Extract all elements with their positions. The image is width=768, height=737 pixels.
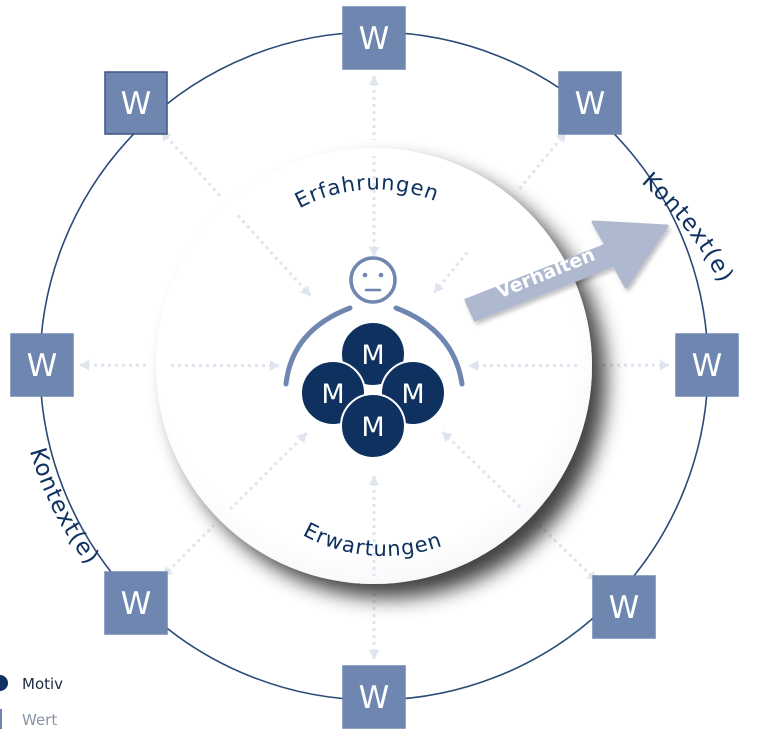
motive-bottom-circle [340, 393, 406, 459]
motive-bottom: M [340, 393, 406, 459]
behavior-arrow [464, 220, 669, 322]
value-box-right-square [675, 333, 739, 397]
value-box-top-right-letter: W [575, 86, 606, 122]
value-box-bottom-right: W [592, 575, 656, 639]
connector-outer-1 [516, 131, 568, 193]
connector-outer-5 [161, 524, 215, 578]
connector-outer-arrow-4 [368, 650, 380, 659]
connector-outer-3 [535, 521, 598, 582]
value-boxes: W W W W W W W W [10, 6, 739, 729]
value-box-bottom-letter: W [359, 680, 390, 716]
connector-outer-arrow-2 [659, 359, 670, 371]
legend-value-label: Wert [22, 711, 57, 729]
value-box-left-square [10, 333, 74, 397]
value-box-bottom-left: W [104, 571, 168, 635]
context-label-left: Kontext(e) [24, 445, 104, 570]
value-box-bottom-square [342, 665, 406, 729]
connector-inner-arrow-3 [442, 431, 453, 443]
value-box-top-right-square [558, 71, 622, 135]
value-box-bottom-right-letter: W [609, 590, 640, 626]
connector-inner-7 [235, 212, 312, 297]
value-box-bottom-right-square [592, 575, 656, 639]
legend-motive-label: Motiv [22, 675, 63, 693]
connector-inner-3 [441, 430, 523, 510]
motive-right-letter: M [401, 379, 424, 410]
connector-outer-7 [160, 130, 224, 200]
value-box-top-left-square [104, 71, 168, 135]
connector-inner-arrow-4 [368, 476, 380, 485]
person-shoulders [283, 305, 465, 387]
motive-top-letter: M [361, 340, 384, 371]
value-box-top-square [342, 6, 406, 70]
value-box-top-left: W [104, 71, 168, 135]
connector-inner-arrow-0 [368, 247, 380, 256]
connector-inner-arrow-6 [269, 360, 280, 372]
value-box-bottom-left-square [104, 571, 168, 635]
connector-inner-arrow-1 [434, 282, 445, 293]
motive-bottom-letter: M [361, 412, 384, 443]
connector-inner-arrow-5 [296, 433, 307, 444]
value-box-right: W [675, 333, 739, 397]
value-box-right-letter: W [692, 348, 723, 384]
value-box-top-left-letter: W [121, 86, 152, 122]
value-box-top: W [342, 6, 406, 70]
legend-motive-swatch [0, 675, 8, 691]
connector-inner-arrow-7 [300, 285, 311, 296]
value-box-left: W [10, 333, 74, 397]
connector-outer-arrow-0 [368, 76, 380, 85]
person-head-icon [349, 256, 397, 304]
value-box-bottom: W [342, 665, 406, 729]
connector-inner-arrow-2 [468, 360, 479, 372]
connector-inner-1 [433, 249, 471, 294]
motive-top-circle [340, 321, 406, 387]
motive-left-letter: M [321, 379, 344, 410]
connector-outer-arrow-1 [555, 132, 566, 143]
value-box-left-letter: W [27, 348, 58, 384]
value-box-top-right: W [558, 71, 622, 135]
connector-inner-5 [227, 431, 308, 512]
value-box-top-letter: W [359, 21, 390, 57]
inner-connectors [168, 156, 580, 576]
value-box-bottom-left-letter: W [121, 586, 152, 622]
legend: Motiv Wert [0, 675, 63, 729]
legend-value-swatch [0, 709, 2, 729]
connector-outer-arrow-6 [79, 359, 90, 371]
motive-top: M [340, 321, 406, 387]
